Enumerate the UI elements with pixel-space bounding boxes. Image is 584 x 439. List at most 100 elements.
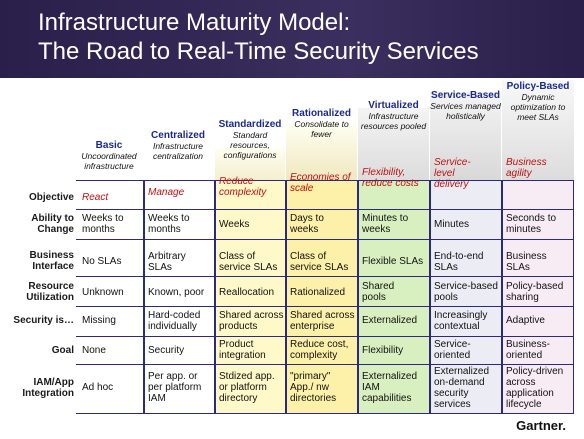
cell-resource-virtualized: Shared pools <box>362 281 395 303</box>
column-virtualized <box>358 180 430 414</box>
stage-basic-name: Basic <box>95 140 123 151</box>
row-label-resource-utilization: Resource Utilization <box>26 281 74 303</box>
stage-rationalized-desc: Consolidate to fewer <box>294 119 349 139</box>
stair-step-service-based <box>430 92 501 180</box>
cell-business-standardized: Class of service SLAs <box>219 251 278 273</box>
cell-ability-basic: Weeks to months <box>82 213 124 235</box>
row-divider <box>76 209 574 210</box>
cell-goal-standardized: Product integration <box>219 339 266 361</box>
cell-security-rationalized: Shared across enterprise <box>290 310 355 332</box>
stage-policy-based: Policy-Based Dynamic optimization to mee… <box>502 81 574 122</box>
column-standardized <box>215 180 286 414</box>
row-label-goal: Goal <box>51 345 74 356</box>
cell-goal-basic: None <box>82 345 106 356</box>
cell-ability-rationalized: Days to weeks <box>290 213 324 235</box>
stage-centralized-desc: Infrastructure centralization <box>152 141 204 161</box>
cell-goal-rationalized: Reduce cost, complexity <box>290 339 349 361</box>
cell-ability-centralized: Weeks to months <box>148 213 190 235</box>
cell-goal-service-based: Service-oriented <box>434 339 471 361</box>
cell-goal-policy-based: Business-oriented <box>506 339 550 361</box>
cell-iam-rationalized: "primary" App./ nw directories <box>290 371 337 404</box>
cell-ability-standardized: Weeks <box>219 219 250 230</box>
stage-standardized-desc: Standard resources, configurations <box>223 130 277 160</box>
cell-security-centralized: Hard-coded individually <box>148 310 201 332</box>
row-label-iam-app-integration: IAM/App Integration <box>22 377 74 399</box>
cell-ability-virtualized: Minutes to weeks <box>362 213 409 235</box>
stage-service-based: Service-Based Services managed holistica… <box>430 90 501 121</box>
stage-centralized: Centralized Infrastructure centralizatio… <box>144 130 212 161</box>
stage-policy-based-desc: Dynamic optimization to meet SLAs <box>510 92 566 122</box>
cell-business-centralized: Arbitrary SLAs <box>148 251 186 273</box>
cell-business-service-based: End-to-end SLAs <box>434 251 484 273</box>
stage-virtualized-desc: Infrastructure resources pooled <box>360 111 427 131</box>
cell-resource-centralized: Known, poor <box>148 287 205 298</box>
stage-centralized-name: Centralized <box>151 130 205 141</box>
cell-goal-centralized: Security <box>148 345 185 356</box>
cell-ability-service-based: Minutes <box>434 219 470 230</box>
column-policy-based <box>502 180 574 414</box>
stage-policy-based-name: Policy-Based <box>506 81 570 92</box>
cell-security-policy-based: Adaptive <box>506 315 545 326</box>
stage-basic-desc: Uncoordinated infrastructure <box>81 151 137 171</box>
cell-ability-policy-based: Seconds to minutes <box>506 213 557 235</box>
cell-business-basic: No SLAs <box>82 256 122 267</box>
row-divider <box>76 239 574 240</box>
cell-iam-standardized: Stdized app. or platform directory <box>219 371 275 404</box>
cell-iam-service-based: Externalized on-demand security services <box>434 366 490 410</box>
cell-security-basic: Missing <box>82 315 116 326</box>
cell-business-policy-based: Business SLAs <box>506 251 547 273</box>
stage-basic: Basic Uncoordinated infrastructure <box>76 140 142 171</box>
column-centralized <box>144 180 215 414</box>
cell-objective-policy-based: Business agility <box>506 157 547 179</box>
gartner-logo: Gartner. <box>516 418 566 433</box>
stair-step-standardized <box>215 148 285 180</box>
cell-goal-virtualized: Flexibility <box>362 345 404 356</box>
cell-iam-centralized: Per app. or per platform IAM <box>148 371 202 404</box>
cell-objective-virtualized: Flexibility, reduce costs <box>362 167 419 189</box>
cell-resource-basic: Unknown <box>82 287 124 298</box>
cell-objective-service-based: Service-level delivery <box>434 157 471 190</box>
cell-security-standardized: Shared across products <box>219 310 284 332</box>
cell-resource-standardized: Reallocation <box>219 287 275 298</box>
row-label-objective: Objective <box>28 192 74 203</box>
stage-virtualized: Virtualized Infrastructure resources poo… <box>358 100 429 131</box>
cell-objective-centralized: Manage <box>148 187 185 198</box>
column-basic <box>76 180 144 414</box>
column-service-based <box>430 180 502 414</box>
cell-business-virtualized: Flexible SLAs <box>362 256 424 267</box>
title-bar: Infrastructure Maturity Model: The Road … <box>0 0 584 78</box>
cell-resource-rationalized: Rationalized <box>290 287 346 298</box>
stage-service-based-name: Service-Based <box>431 90 500 101</box>
row-divider <box>76 306 574 307</box>
cell-objective-basic: React <box>82 192 109 203</box>
stage-virtualized-name: Virtualized <box>368 100 419 111</box>
cell-business-rationalized: Class of service SLAs <box>290 251 349 273</box>
row-divider <box>76 364 574 365</box>
cell-iam-policy-based: Policy-driven across application lifecyc… <box>506 366 564 410</box>
row-label-ability-to-change: Ability to Change <box>31 213 74 235</box>
cell-security-virtualized: Externalized <box>362 315 418 326</box>
row-label-business-interface: Business Interface <box>29 250 74 272</box>
cell-iam-virtualized: Externalized IAM capabilities <box>362 371 418 404</box>
stair-step-rationalized <box>286 124 357 180</box>
cell-security-service-based: Increasingly contextual <box>434 310 488 332</box>
cell-resource-service-based: Service-based pools <box>434 281 498 303</box>
cell-iam-basic: Ad hoc <box>82 382 114 393</box>
cell-objective-rationalized: Economies of scale <box>290 172 351 194</box>
stage-rationalized-name: Rationalized <box>292 108 351 119</box>
title-line-1: Infrastructure Maturity Model: <box>38 9 351 36</box>
column-rationalized <box>286 180 358 414</box>
stage-standardized: Standardized Standard resources, configu… <box>215 119 285 160</box>
cell-resource-policy-based: Policy-based sharing <box>506 281 564 303</box>
stair-step-policy-based <box>502 80 574 180</box>
stage-service-based-desc: Services managed holistically <box>430 101 501 121</box>
row-divider <box>76 276 574 277</box>
title-line-2: The Road to Real-Time Security Services <box>38 38 479 65</box>
stage-standardized-name: Standardized <box>218 119 282 130</box>
cell-objective-standardized: Reduce complexity <box>219 176 267 198</box>
stair-step-virtualized <box>358 108 429 180</box>
stage-rationalized: Rationalized Consolidate to fewer <box>286 108 357 139</box>
row-label-security: Security is… <box>13 315 74 326</box>
row-divider <box>76 336 574 337</box>
